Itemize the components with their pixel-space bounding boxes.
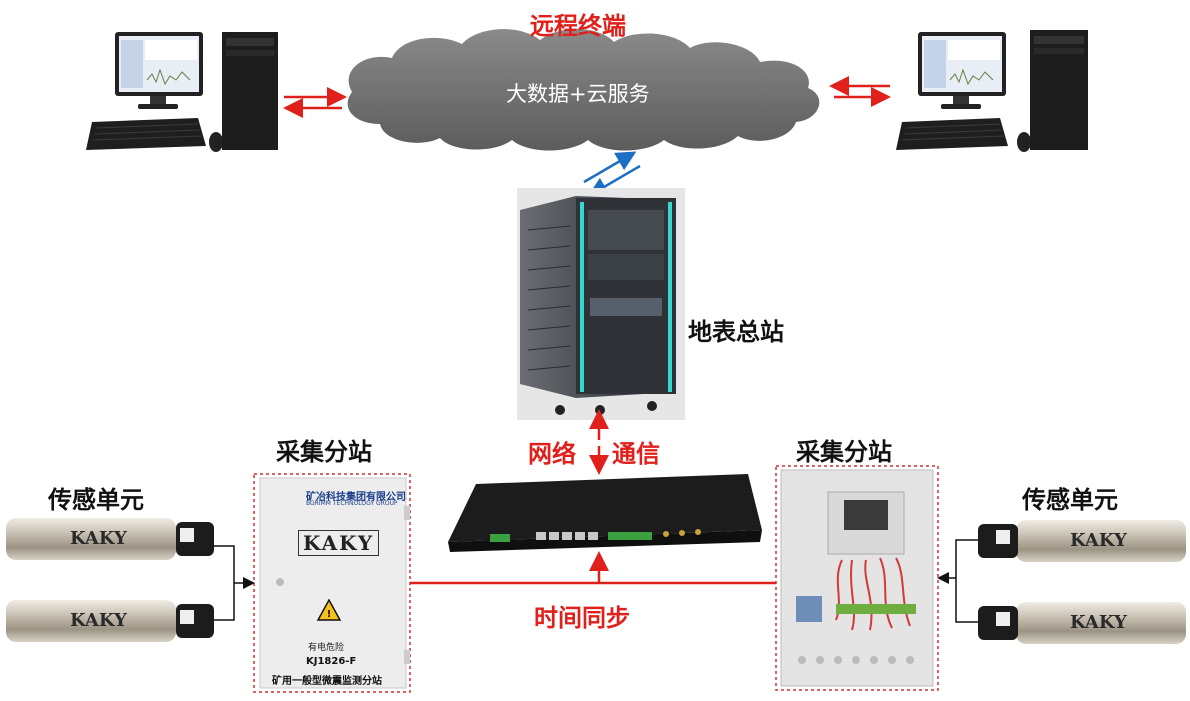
substation-brand: KAKY — [298, 530, 380, 556]
left-sensor-top — [6, 518, 214, 560]
substation-name: 矿用一般型微震监测分站 — [272, 676, 382, 687]
right-mouse — [1017, 132, 1031, 152]
left-substation: ! — [253, 473, 411, 693]
left-sensor-bottom — [6, 600, 214, 642]
network-label: 网络 — [528, 440, 576, 468]
right-sensor-connector — [937, 539, 978, 623]
right-sensor-top-brand: KAKY — [1070, 530, 1127, 551]
left-link-arrows — [283, 87, 347, 118]
left-mouse — [209, 132, 223, 152]
right-substation-display — [844, 500, 888, 530]
right-computer — [896, 30, 1088, 152]
right-sensor-top — [978, 520, 1186, 562]
network-switch — [448, 474, 762, 552]
time-sync-label: 时间同步 — [534, 604, 630, 632]
right-substation — [775, 465, 939, 691]
communication-label: 通信 — [612, 440, 660, 468]
left-sensor-label: 传感单元 — [48, 486, 144, 514]
remote-terminal-label: 远程终端 — [530, 12, 626, 40]
left-keyboard — [86, 118, 206, 150]
substation-model: KJ1826-F — [306, 656, 357, 667]
right-sensor-bottom-brand: KAKY — [1070, 612, 1127, 633]
svg-text:!: ! — [327, 609, 332, 620]
ground-station-label: 地表总站 — [688, 318, 784, 346]
cabinet-panel — [590, 298, 662, 316]
cloud-label: 大数据+云服务 — [506, 82, 650, 106]
left-computer — [86, 32, 278, 152]
substation-company: 矿冶科技集团有限公司 — [306, 492, 406, 503]
warning-text: 有电危险 — [308, 643, 345, 653]
server-cabinet — [517, 188, 685, 420]
substation-company-en: BGRIMM TECHNOLOGY GROUP — [306, 500, 398, 507]
cloud-shape — [347, 28, 820, 151]
right-keyboard — [896, 118, 1008, 150]
right-sensor-label: 传感单元 — [1022, 486, 1118, 514]
left-sensor-connector — [214, 545, 255, 621]
left-substation-label: 采集分站 — [276, 438, 372, 466]
left-tower — [222, 32, 278, 150]
left-sensor-bottom-brand: KAKY — [70, 610, 127, 631]
right-substation-label: 采集分站 — [796, 438, 892, 466]
right-substation-module — [796, 596, 822, 622]
right-link-arrows — [829, 76, 891, 107]
warning-icon — [316, 598, 342, 621]
right-sensor-bottom — [978, 602, 1186, 644]
left-sensor-top-brand: KAKY — [70, 528, 127, 549]
